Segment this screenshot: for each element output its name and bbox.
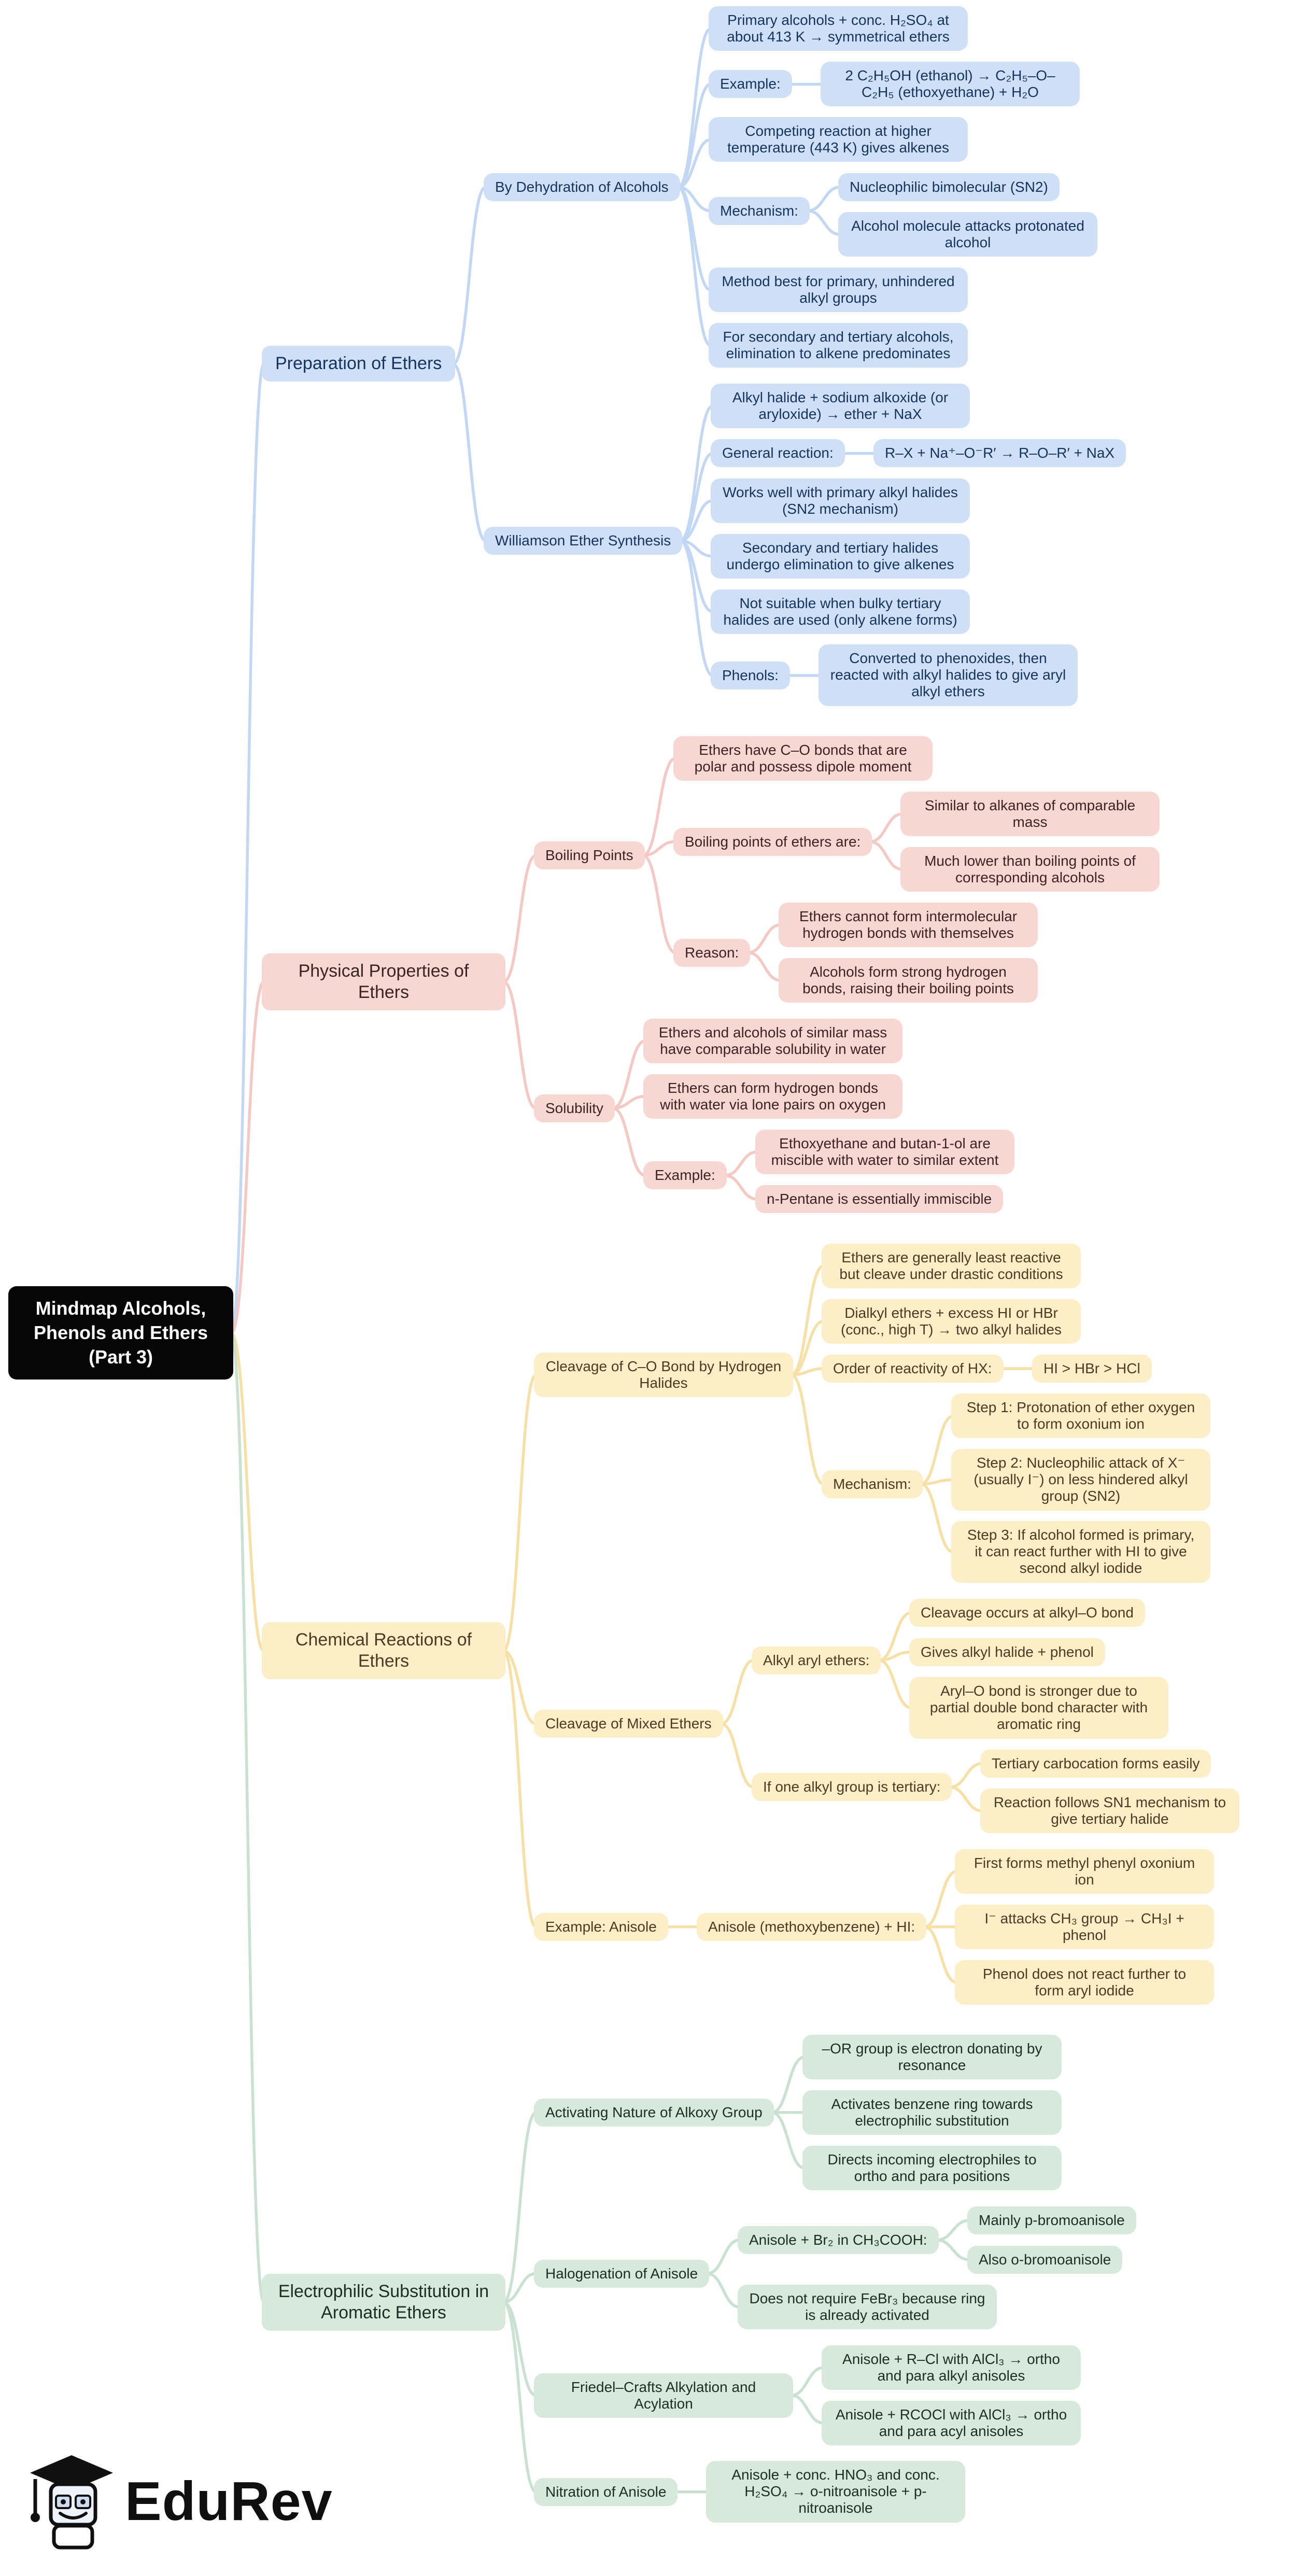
mindmap-node: Anisole + Br₂ in CH₃COOH: [738,2226,939,2255]
mindmap-node: Competing reaction at higher temperature… [709,117,968,162]
edurev-logo: EduRev [24,2452,333,2551]
mindmap-node: Method best for primary, unhindered alky… [709,268,968,313]
mindmap-node: Ethoxyethane and butan-1-ol are miscible… [755,1130,1014,1175]
mindmap-node: Ethers are generally least reactive but … [822,1244,1081,1289]
mindmap-node: Nitration of Anisole [534,2478,678,2507]
mindmap-node: –OR group is electron donating by resona… [802,2035,1062,2080]
mindmap-node: Nucleophilic bimolecular (SN2) [838,173,1060,202]
mindmap-node: Not suitable when bulky tertiary halides… [711,589,970,635]
mindmap-node: Step 1: Protonation of ether oxygen to f… [951,1393,1210,1439]
mindmap-node: Works well with primary alkyl halides (S… [711,478,970,524]
mindmap-node: Similar to alkanes of comparable mass [900,792,1160,837]
mindmap-node: Alkyl aryl ethers: [752,1646,881,1675]
mindmap-node: R–X + Na⁺–O⁻R′ → R–O–R′ + NaX [873,439,1126,468]
mindmap-node: Ethers have C–O bonds that are polar and… [673,736,933,781]
mindmap-node: Alcohol molecule attacks protonated alco… [838,212,1097,257]
mindmap-node: Alkyl halide + sodium alkoxide (or arylo… [711,384,970,429]
mindmap-node: Example: [643,1161,727,1190]
mindmap-node: Ethers cannot form intermolecular hydrog… [779,903,1038,948]
edurev-logo-text: EduRev [125,2470,333,2532]
mindmap-node: Phenols: [711,661,790,690]
mindmap-node: Step 3: If alcohol formed is primary, it… [951,1521,1210,1583]
mindmap-node: Dialkyl ethers + excess HI or HBr (conc.… [822,1299,1081,1344]
branch-title-node: Chemical Reactions of Ethers [262,1622,505,1679]
mindmap-node: Anisole + conc. HNO₃ and conc. H₂SO₄ → o… [706,2461,965,2523]
mindmap-node: Secondary and tertiary halides undergo e… [711,534,970,579]
branch-title-node: Electrophilic Substitution in Aromatic E… [262,2274,505,2331]
mindmap-node: Cleavage of Mixed Ethers [534,1710,723,1738]
mindmap-node: Cleavage of C–O Bond by Hydrogen Halides [534,1353,793,1398]
branch-title-node: Physical Properties of Ethers [262,953,505,1010]
mindmap-node: Activates benzene ring towards electroph… [802,2090,1062,2135]
mindmap-root-node: Mindmap Alcohols, Phenols and Ethers (Pa… [8,1286,233,1380]
mindmap-node: Reason: [673,939,751,967]
mindmap-node: Cleavage occurs at alkyl–O bond [909,1599,1145,1627]
mindmap-node: Anisole (methoxybenzene) + HI: [697,1913,927,1941]
mindmap-node: Directs incoming electrophiles to ortho … [802,2146,1062,2191]
mindmap-node: Example: Anisole [534,1913,668,1941]
mindmap-node: Tertiary carbocation forms easily [980,1750,1211,1778]
mindmap-node: HI > HBr > HCl [1032,1355,1152,1383]
mindmap-node: Mechanism: [822,1470,923,1499]
mindmap-node: n-Pentane is essentially immiscible [755,1185,1004,1214]
branch-title-node: Preparation of Ethers [262,346,456,382]
mindmap-node: First forms methyl phenyl oxonium ion [955,1849,1214,1894]
mindmap-node: I⁻ attacks CH₃ group → CH₃I + phenol [955,1905,1214,1950]
mindmap-node: Alcohols form strong hydrogen bonds, rai… [779,958,1038,1003]
mindmap-node: General reaction: [711,439,845,468]
mindmap-node: Ethers can form hydrogen bonds with wate… [643,1074,902,1119]
mindmap-node: Boiling Points [534,841,645,870]
mindmap-node: Ethers and alcohols of similar mass have… [643,1019,902,1064]
mindmap-node: Halogenation of Anisole [534,2260,710,2288]
mindmap-node: Anisole + RCOCl with AlCl₃ → ortho and p… [822,2401,1081,2446]
mindmap-node: Order of reactivity of HX: [822,1355,1004,1383]
mindmap-node: Much lower than boiling points of corres… [900,847,1160,892]
mindmap-node: If one alkyl group is tertiary: [752,1773,952,1801]
mindmap-node: Phenol does not react further to form ar… [955,1960,1214,2005]
mindmap-node: Mainly p-bromoanisole [967,2206,1136,2235]
mindmap-node: Williamson Ether Synthesis [484,527,683,555]
graduation-cap-icon [30,2455,113,2550]
mindmap-node: Converted to phenoxides, then reacted wi… [819,644,1078,706]
mindmap-node: Also o-bromoanisole [967,2246,1123,2274]
mindmap-node: Primary alcohols + conc. H₂SO₄ at about … [709,6,968,51]
mindmap-node: Example: [709,70,792,98]
mindmap-node: By Dehydration of Alcohols [484,173,680,202]
mindmap-node: Gives alkyl halide + phenol [909,1638,1105,1667]
mindmap-node: 2 C₂H₅OH (ethanol) → C₂H₅–O–C₂H₅ (ethoxy… [821,62,1080,107]
mindmap-node: Activating Nature of Alkoxy Group [534,2099,774,2127]
mindmap-node: For secondary and tertiary alcohols, eli… [709,323,968,368]
mindmap-node: Reaction follows SN1 mechanism to give t… [980,1789,1239,1834]
mindmap-node: Solubility [534,1094,615,1123]
mindmap-node: Does not require FeBr₃ because ring is a… [738,2285,997,2330]
mindmap-node: Boiling points of ethers are: [673,828,872,856]
mindmap-node: Aryl–O bond is stronger due to partial d… [909,1677,1168,1739]
mindmap-node: Mechanism: [709,197,810,226]
mindmap-node: Step 2: Nucleophilic attack of X⁻ (usual… [951,1449,1210,1511]
mindmap-node: Anisole + R–Cl with AlCl₃ → ortho and pa… [822,2345,1081,2390]
mindmap-node: Friedel–Crafts Alkylation and Acylation [534,2373,793,2418]
